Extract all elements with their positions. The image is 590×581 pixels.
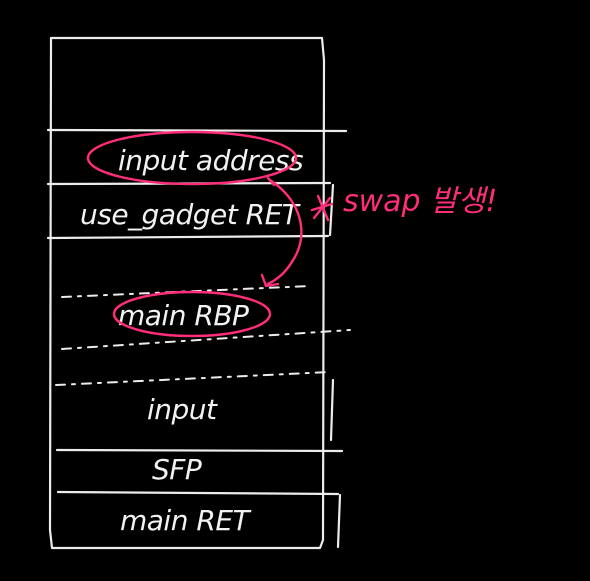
stack-cell-label: main RBP bbox=[118, 299, 249, 332]
swap-star-icon bbox=[310, 194, 334, 222]
highlight-circle bbox=[112, 290, 272, 338]
separator-line bbox=[55, 448, 344, 453]
swap-annotation: swap 발생! bbox=[343, 184, 497, 219]
dashed-separator bbox=[61, 285, 311, 298]
swap-arrow bbox=[266, 178, 303, 286]
separator-line bbox=[56, 490, 340, 496]
highlight-circle bbox=[86, 130, 298, 186]
stack-frame-right-extension bbox=[328, 183, 342, 549]
stack-cell-label: main RET bbox=[120, 504, 252, 537]
arrow-head-icon bbox=[260, 273, 280, 288]
dashed-separator bbox=[55, 371, 331, 386]
stack-frame bbox=[48, 36, 326, 550]
dashed-separator bbox=[61, 329, 351, 350]
arrow-tail-icon bbox=[266, 176, 276, 187]
separator-line bbox=[46, 128, 348, 133]
stack-cell-label: input address bbox=[118, 144, 303, 177]
stack-cell-label: use_gadget RET bbox=[80, 198, 301, 231]
stack-cell-label: SFP bbox=[152, 453, 202, 486]
separator-line bbox=[46, 234, 330, 240]
stack-cell-label: input bbox=[147, 393, 218, 426]
